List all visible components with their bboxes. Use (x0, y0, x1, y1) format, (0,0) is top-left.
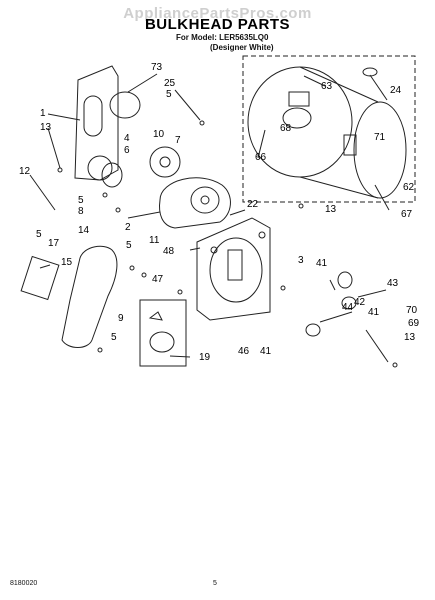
blower-housing (159, 177, 231, 229)
callout-5: 5 (111, 332, 117, 343)
callout-5: 5 (166, 89, 172, 100)
callout-10: 10 (153, 129, 165, 140)
part-24-seal (362, 67, 378, 77)
callout-13: 13 (40, 122, 52, 133)
variant-line: (Designer White) (210, 43, 274, 52)
callout-7: 7 (175, 135, 181, 146)
callout-70: 70 (406, 305, 418, 316)
callout-4: 4 (124, 133, 130, 144)
callout-14: 14 (78, 225, 90, 236)
callout-5: 5 (78, 195, 84, 206)
callout-3: 3 (298, 255, 304, 266)
callout-19: 19 (199, 352, 211, 363)
callout-71: 71 (374, 132, 386, 143)
callout-6: 6 (124, 145, 130, 156)
rear-bulkhead-panel (74, 65, 119, 181)
drum-baffle (288, 91, 310, 107)
callout-1: 1 (40, 108, 46, 119)
lint-screen (20, 255, 60, 301)
callout-11: 11 (149, 235, 160, 246)
air-duct (61, 245, 118, 348)
part-4-gasket (87, 155, 113, 181)
callout-44: 44 (342, 302, 354, 313)
callout-9: 9 (118, 313, 124, 324)
part-44-roller (337, 271, 353, 289)
callout-24: 24 (390, 85, 402, 96)
callout-48: 48 (163, 246, 175, 257)
part-70-rod (365, 329, 389, 363)
callout-5: 5 (36, 229, 42, 240)
callout-46: 46 (238, 346, 250, 357)
callout-69: 69 (408, 318, 420, 329)
callout-5: 5 (126, 240, 132, 251)
callout-17: 17 (48, 238, 60, 249)
callout-13: 13 (325, 204, 337, 215)
callout-62: 62 (403, 182, 415, 193)
callout-41: 41 (260, 346, 272, 357)
drum-front-opening (353, 101, 407, 199)
front-bulkhead (196, 217, 271, 321)
callout-8: 8 (78, 206, 84, 217)
callout-41: 41 (368, 307, 380, 318)
drum-assembly-box (242, 55, 416, 203)
part-6-wheel (101, 162, 123, 188)
callout-15: 15 (61, 257, 73, 268)
callout-68: 68 (280, 123, 292, 134)
drum-rear-hub (282, 107, 312, 129)
callout-25: 25 (164, 78, 176, 89)
callout-66: 66 (255, 152, 267, 163)
part-10-fan (149, 146, 181, 178)
watermark-text: AppliancePartsPros.com (123, 5, 312, 22)
part-73-seal (109, 91, 141, 119)
callout-42: 42 (354, 297, 366, 308)
callout-73: 73 (151, 62, 163, 73)
callout-22: 22 (247, 199, 259, 210)
callout-41: 41 (316, 258, 328, 269)
page-title: BULKHEAD PARTS (144, 16, 291, 33)
page-number: 5 (213, 580, 217, 587)
callout-67: 67 (401, 209, 413, 220)
callout-43: 43 (387, 278, 399, 289)
part-19-box (139, 299, 187, 367)
callout-13: 13 (404, 332, 416, 343)
callout-63: 63 (321, 81, 333, 92)
callout-47: 47 (152, 274, 164, 285)
model-line: For Model: LER5635LQ0 (176, 33, 269, 42)
document-number: 8180020 (10, 580, 38, 587)
callout-12: 12 (19, 166, 31, 177)
callout-2: 2 (125, 222, 131, 233)
